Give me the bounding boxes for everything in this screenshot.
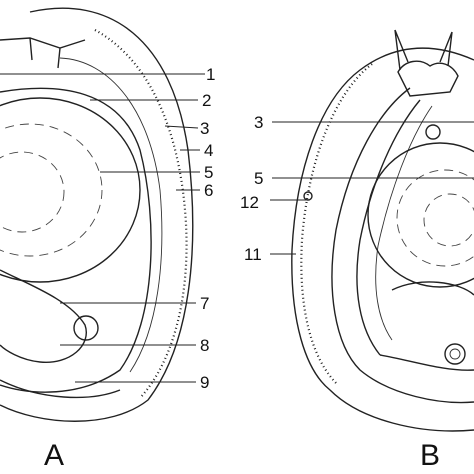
panel-b-siphon-tube-2 <box>375 105 433 341</box>
panel-b-labels: 3 5 12 11 <box>240 113 263 264</box>
panel-b-spiral-inner <box>449 348 461 360</box>
panel-a-lower-organ <box>0 269 87 363</box>
panel-b-horn-right <box>439 31 453 67</box>
panel-b-leaders <box>270 121 474 255</box>
panel-a-letter: A <box>44 439 64 472</box>
panel-b-mantle <box>331 87 474 404</box>
panel-a-yolk-ring <box>0 123 103 257</box>
panel-a-leaders <box>0 73 205 383</box>
label-a-3: 3 <box>200 119 209 138</box>
panel-a-yolk <box>0 97 141 283</box>
panel-b-node-top <box>425 124 441 140</box>
panel-b-node-mid <box>303 191 313 201</box>
label-a-1: 1 <box>206 65 215 84</box>
label-a-6: 6 <box>204 181 213 200</box>
label-b-12: 12 <box>240 193 259 212</box>
panel-b-horn-left <box>394 29 409 71</box>
panel-b-outer-shell <box>291 47 474 432</box>
label-a-4: 4 <box>204 141 213 160</box>
panel-b-yolk-ring <box>396 169 474 267</box>
panel-a-yolk-ring-2 <box>0 151 65 233</box>
panel-b-yolk <box>367 142 474 288</box>
panel-a-labels: 1 2 3 4 5 6 7 8 9 <box>200 65 215 392</box>
panel-b-spiral <box>444 343 466 365</box>
panel-b-drawing <box>291 29 474 432</box>
panel-a-shell-stipple <box>94 29 188 399</box>
panel-a-bottom-edge <box>0 379 121 399</box>
panel-a-hinge <box>0 37 86 69</box>
panel-b-letter: B <box>420 439 440 472</box>
panel-b-hinge <box>397 60 459 97</box>
panel-a-mantle-inner <box>59 57 163 373</box>
panel-a-small-sphere <box>73 315 99 341</box>
panel-b-lower-organ <box>379 281 474 371</box>
panel-b-yolk-ring-2 <box>423 193 474 247</box>
label-a-5: 5 <box>204 163 213 182</box>
label-a-7: 7 <box>200 294 209 313</box>
panel-b-siphon-tube <box>356 99 421 356</box>
label-a-9: 9 <box>200 373 209 392</box>
panel-a-outer-shell <box>0 7 194 422</box>
label-a-2: 2 <box>202 91 211 110</box>
label-b-5: 5 <box>254 169 263 188</box>
label-b-11: 11 <box>244 245 262 264</box>
panel-a-drawing <box>0 7 194 422</box>
label-b-3: 3 <box>254 113 263 132</box>
panel-a-mantle <box>0 87 152 393</box>
label-a-8: 8 <box>200 336 209 355</box>
